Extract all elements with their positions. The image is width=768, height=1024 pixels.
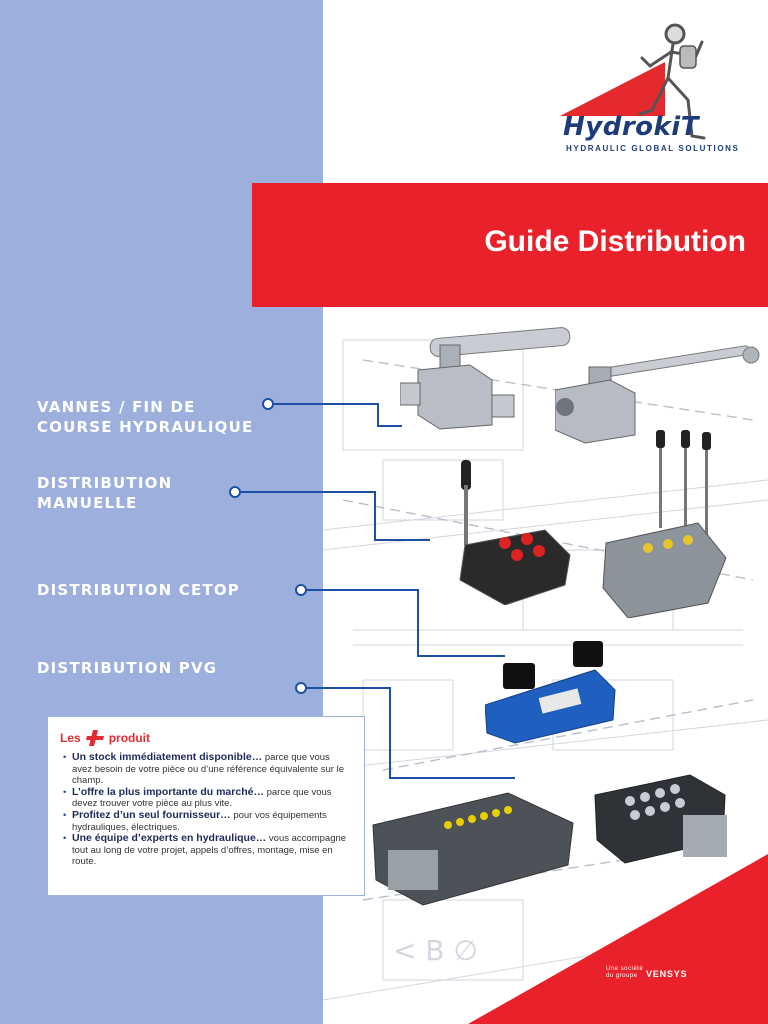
- category-pvg[interactable]: DISTRIBUTION PVG: [37, 658, 217, 678]
- brand-logo: HydrokiT: [563, 112, 699, 142]
- plus-icon: [85, 730, 104, 746]
- category-manuelle-line1: DISTRIBUTION: [37, 474, 173, 492]
- page-title: Guide Distribution: [484, 225, 746, 258]
- manual-directional-valve-image: [459, 460, 571, 605]
- category-manuelle[interactable]: DISTRIBUTION MANUELLE: [37, 473, 172, 513]
- footer-line1: Une société: [606, 966, 644, 972]
- group-logo: Une société du groupe VENSYS: [606, 966, 687, 980]
- ball-valve-3way-image: [555, 345, 760, 444]
- category-manuelle-line2: MANUELLE: [37, 494, 138, 512]
- product-advantages-box: Les produit Un stock immédiatement dispo…: [47, 716, 365, 896]
- multi-section-valve-image: [602, 430, 727, 618]
- advantages-list: Un stock immédiatement disponible… parce…: [60, 751, 352, 868]
- svg-text:< B ∅: < B ∅: [393, 934, 478, 967]
- connector-dot: [262, 398, 274, 410]
- title-banner: Guide Distribution: [252, 183, 768, 307]
- category-pvg-line1: DISTRIBUTION PVG: [37, 659, 218, 677]
- category-vannes[interactable]: VANNES / FIN DE COURSE HYDRAULIQUE: [37, 397, 253, 437]
- list-item: L’offre la plus importante du marché… pa…: [63, 785, 352, 810]
- block-valve-image: [594, 774, 727, 864]
- category-vannes-line2: COURSE HYDRAULIQUE: [37, 418, 254, 436]
- item-text: parce que vous devez trouver votre pièce…: [72, 786, 332, 810]
- connector-dot: [229, 486, 241, 498]
- brand-tagline: HYDRAULIC GLOBAL SOLUTIONS: [566, 144, 740, 153]
- category-cetop-line1: DISTRIBUTION CETOP: [37, 581, 240, 599]
- category-cetop[interactable]: DISTRIBUTION CETOP: [37, 580, 240, 600]
- list-item: Un stock immédiatement disponible… parce…: [63, 751, 352, 787]
- item-text: pour vos équipements hydrauliques, élect…: [72, 809, 327, 833]
- list-item: Profitez d’un seul fournisseur… pour vos…: [63, 808, 352, 833]
- item-text: vous accompagne tout au long de votre pr…: [72, 833, 347, 868]
- list-item: Une équipe d’experts en hydraulique… vou…: [63, 832, 352, 868]
- connector-dot: [295, 584, 307, 596]
- heading-les: Les: [60, 731, 81, 745]
- running-man-icon: [638, 23, 706, 140]
- logo-triangle: [560, 62, 665, 116]
- heading-produit: produit: [108, 731, 151, 745]
- bottom-red-triangle: [468, 854, 768, 1024]
- cetop-solenoid-valve-image: [485, 641, 616, 744]
- footer-group-name: VENSYS: [646, 969, 688, 979]
- connector-dot: [295, 682, 307, 694]
- item-bold: Un stock immédiatement disponible…: [72, 751, 263, 763]
- item-bold: Une équipe d’experts en hydraulique…: [72, 832, 267, 845]
- item-bold: Profitez d’un seul fournisseur…: [72, 808, 231, 821]
- advantages-heading: Les produit: [60, 729, 352, 747]
- item-text: parce que vous avez besoin de votre pièc…: [72, 752, 344, 787]
- ball-valve-2way-image: [400, 327, 571, 430]
- item-bold: L’offre la plus importante du marché…: [72, 785, 264, 798]
- category-vannes-line1: VANNES / FIN DE: [37, 398, 196, 416]
- footer-line2: du groupe: [606, 973, 638, 979]
